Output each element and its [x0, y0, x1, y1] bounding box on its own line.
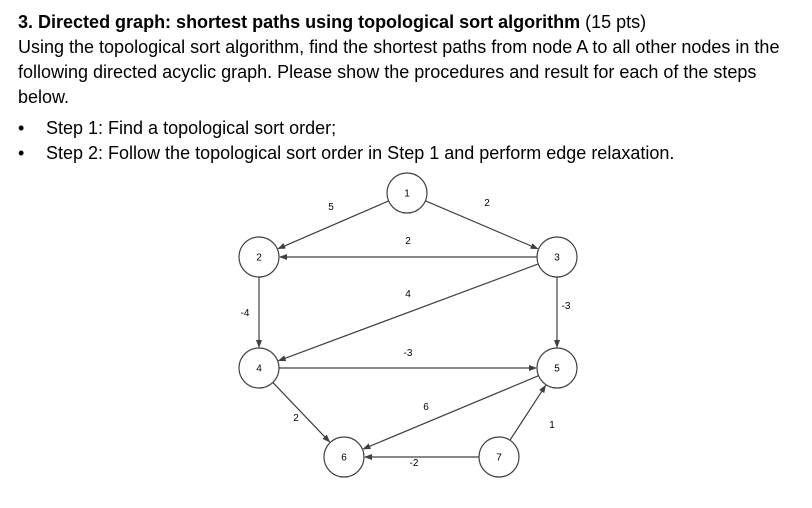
step-1-text: Step 1: Find a topological sort order;: [46, 118, 337, 138]
question-block: 3. Directed graph: shortest paths using …: [18, 10, 798, 110]
question-heading: 3. Directed graph: shortest paths using …: [18, 10, 798, 35]
edge-weight-label: 2: [405, 236, 411, 247]
node-label: 4: [256, 364, 262, 375]
edge-weight-label: -2: [410, 458, 419, 469]
node-label: 2: [256, 253, 262, 264]
edge-weight-label: 2: [484, 198, 490, 209]
edge-weight-label: 6: [423, 402, 429, 413]
edge-weight-label: 2: [293, 413, 299, 424]
node-circle: [238, 236, 280, 278]
question-title: Directed graph: shortest paths using top…: [38, 12, 581, 32]
question-number: 3.: [18, 12, 34, 32]
edge-weight-label: -3: [404, 348, 413, 359]
edge-weight-label: 4: [405, 289, 411, 300]
graph-node-2: 2: [238, 236, 280, 278]
graph-node-6: 6: [323, 436, 365, 478]
edge-weight-label: 5: [328, 202, 334, 213]
edge-1-3: [425, 200, 539, 250]
edge-weight-label: -3: [562, 301, 571, 312]
graph-node-5: 5: [536, 347, 578, 389]
step-2-text: Step 2: Follow the topological sort orde…: [46, 143, 675, 163]
step-2-item: • Step 2: Follow the topological sort or…: [18, 141, 798, 166]
edge-5-6: [362, 375, 539, 450]
node-label: 6: [341, 453, 347, 464]
node-label: 1: [404, 189, 410, 200]
node-circle: [238, 347, 280, 389]
question-points: (15 pts): [580, 12, 647, 32]
step-1-item: • Step 1: Find a topological sort order;: [18, 116, 798, 141]
bullet-icon: •: [18, 118, 25, 138]
edge-3-4: [277, 263, 539, 362]
node-circle: [386, 172, 428, 214]
edge-4-6: [272, 382, 331, 443]
node-label: 3: [554, 253, 560, 264]
question-body: Using the topological sort algorithm, fi…: [18, 37, 780, 107]
node-circle: [323, 436, 365, 478]
node-circle: [478, 436, 520, 478]
edge-weight-label: 1: [549, 420, 555, 431]
edge-weight-label: -4: [241, 308, 250, 319]
graph-node-3: 3: [536, 236, 578, 278]
node-label: 7: [496, 453, 502, 464]
edge-7-5: [509, 384, 547, 441]
graph-node-4: 4: [238, 347, 280, 389]
edge-1-2: [277, 200, 389, 250]
node-label: 5: [554, 364, 560, 375]
graph-node-7: 7: [478, 436, 520, 478]
bullet-icon: •: [18, 143, 25, 163]
graph-node-1: 1: [386, 172, 428, 214]
node-circle: [536, 347, 578, 389]
node-circle: [536, 236, 578, 278]
